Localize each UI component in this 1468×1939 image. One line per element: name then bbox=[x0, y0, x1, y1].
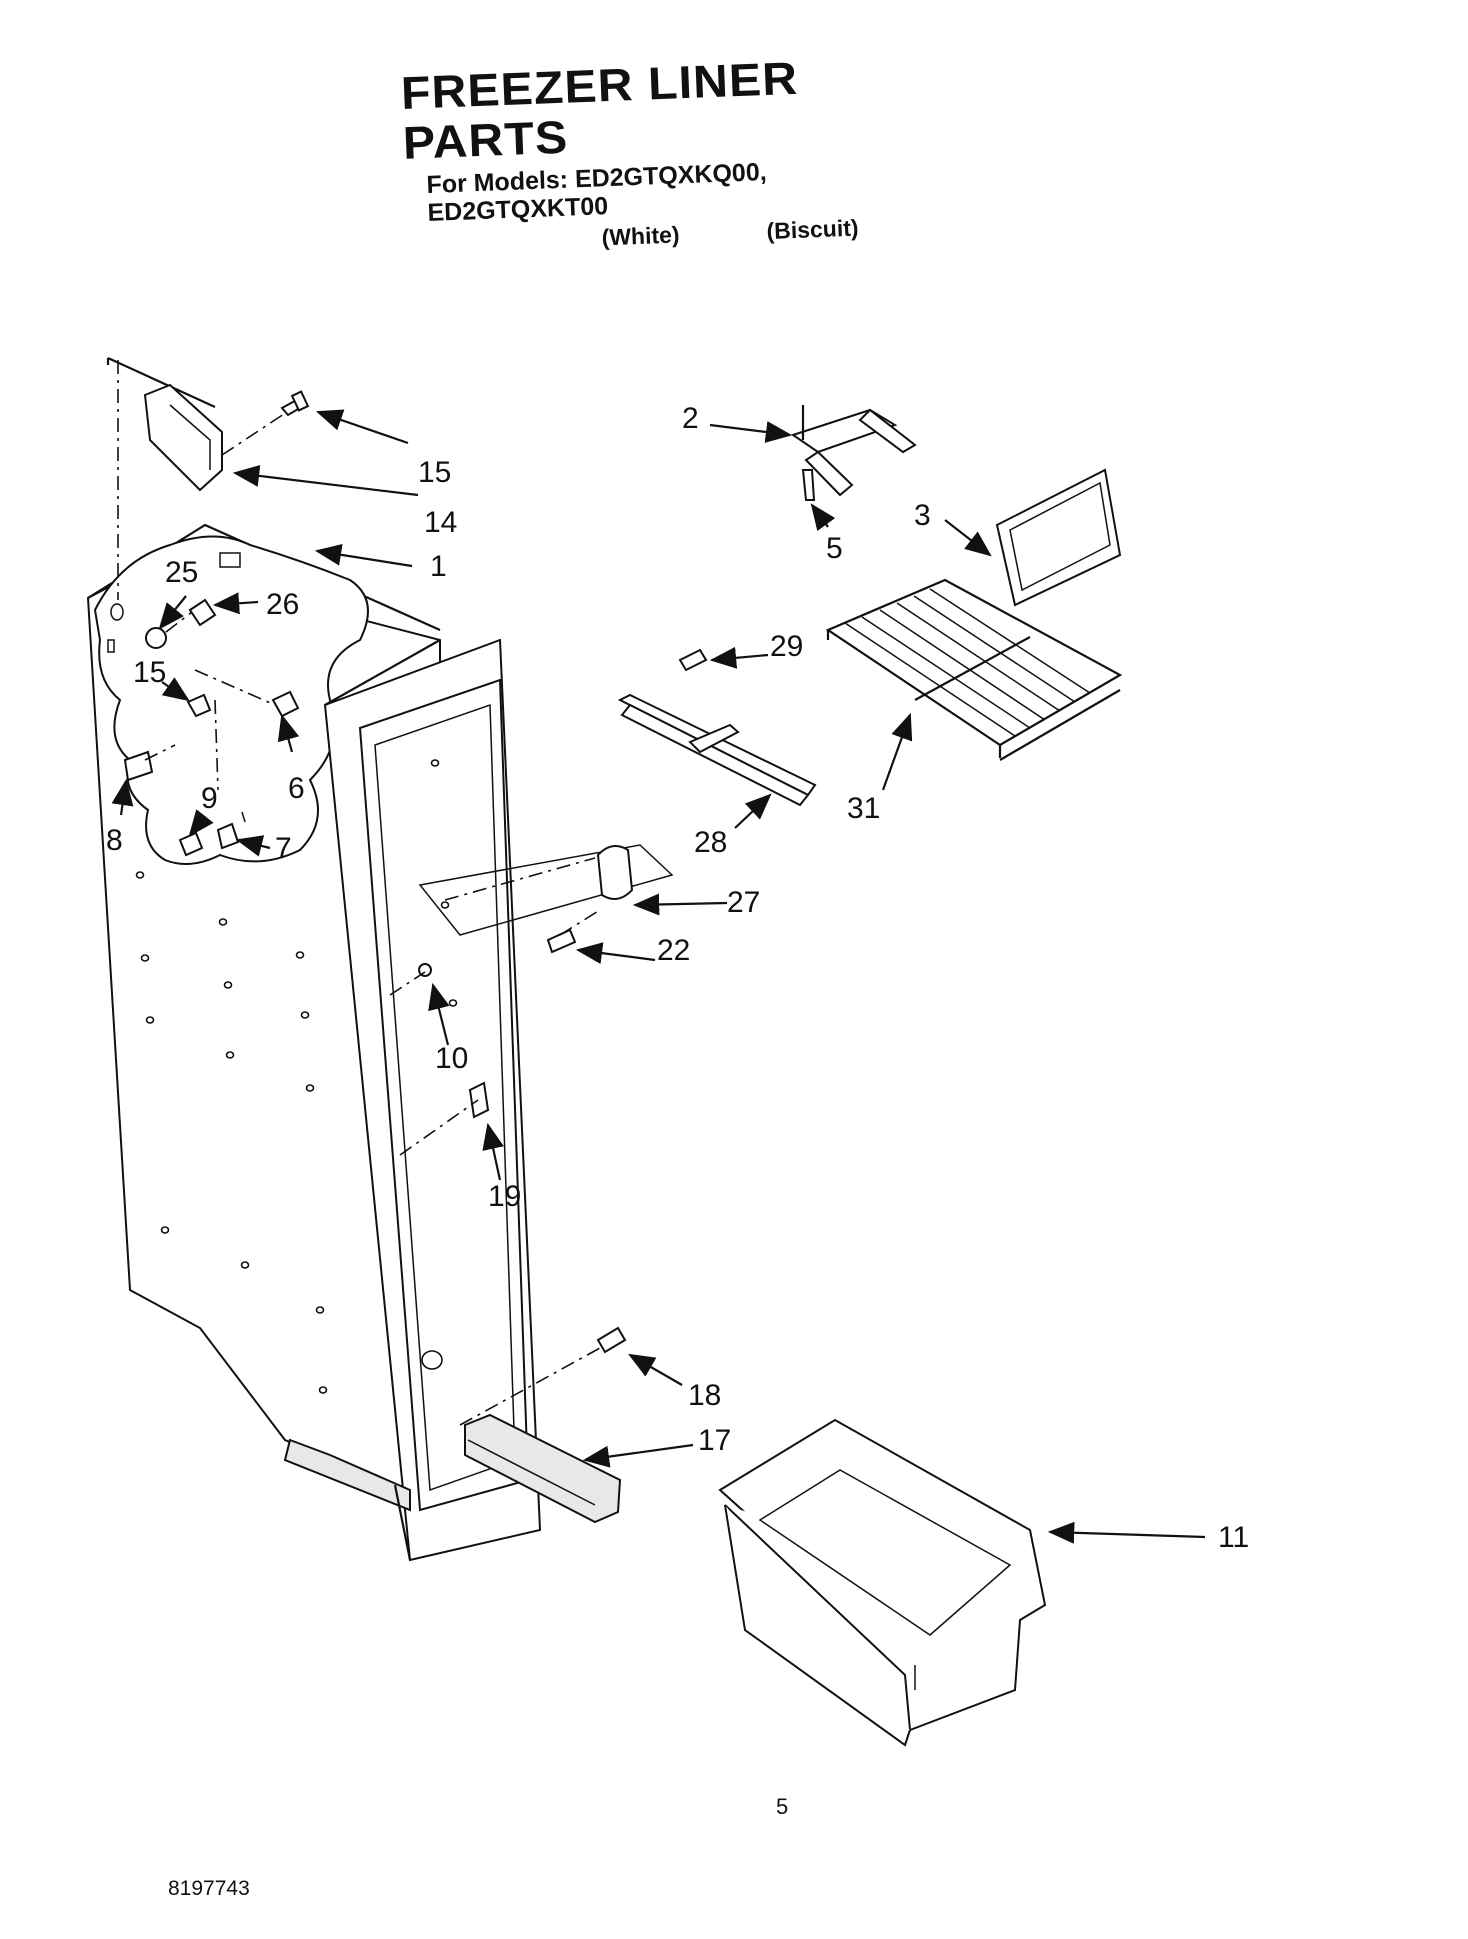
callout-6: 6 bbox=[288, 772, 305, 805]
callout-31: 31 bbox=[847, 792, 880, 825]
shelf-support-bracket bbox=[790, 405, 917, 501]
screw-top bbox=[280, 390, 310, 417]
callout-18: 18 bbox=[688, 1379, 721, 1412]
callout-9: 9 bbox=[201, 782, 218, 815]
light-socket-assembly bbox=[418, 844, 674, 954]
hinge-bracket bbox=[143, 383, 291, 492]
callout-25: 25 bbox=[165, 556, 198, 589]
leader-lines bbox=[111, 409, 1206, 1544]
callout-29: 29 bbox=[770, 630, 803, 663]
document-number: 8197743 bbox=[168, 1877, 250, 1900]
door-switch-parts bbox=[389, 963, 490, 1156]
callout-10: 10 bbox=[435, 1042, 468, 1075]
callout-8: 8 bbox=[106, 824, 123, 857]
callout-15-top: 15 bbox=[418, 456, 451, 489]
inner-components bbox=[123, 598, 300, 857]
wire-shelf bbox=[825, 578, 1123, 761]
wall-holes bbox=[135, 759, 458, 1394]
callout-22: 22 bbox=[657, 934, 690, 967]
callout-17: 17 bbox=[698, 1424, 731, 1457]
callout-27: 27 bbox=[727, 886, 760, 919]
rail-screw bbox=[678, 648, 708, 672]
callout-3: 3 bbox=[914, 499, 931, 532]
callout-26: 26 bbox=[266, 588, 299, 621]
shelf-glass bbox=[995, 468, 1122, 607]
callout-14: 14 bbox=[424, 506, 457, 539]
shelf-rail bbox=[617, 693, 817, 807]
callout-labels: 15 14 1 25 26 15 6 8 9 7 2 5 3 29 31 28 … bbox=[106, 402, 1249, 1554]
callout-1: 1 bbox=[430, 550, 447, 583]
callout-11: 11 bbox=[1218, 1521, 1249, 1554]
callout-5: 5 bbox=[826, 532, 843, 565]
freezer-liner-cabinet bbox=[86, 356, 542, 1562]
callout-28: 28 bbox=[694, 826, 727, 859]
bottom-cover bbox=[459, 1326, 627, 1524]
freezer-bin bbox=[718, 1418, 1047, 1747]
page-number: 5 bbox=[776, 1794, 789, 1819]
callout-19: 19 bbox=[488, 1180, 521, 1213]
callout-7: 7 bbox=[275, 832, 292, 865]
callout-15-left: 15 bbox=[133, 656, 166, 689]
callout-2: 2 bbox=[682, 402, 699, 435]
